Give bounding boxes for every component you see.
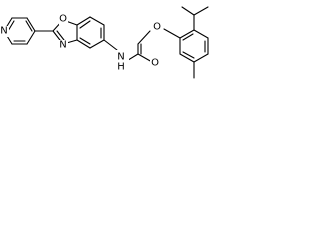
- bond: [26, 30, 36, 45]
- bond: [103, 39, 118, 51]
- double-bond-line: [79, 20, 91, 29]
- double-bond-line: [182, 51, 195, 59]
- bond: [179, 53, 195, 63]
- carbonyl-oxygen-label: O: [150, 58, 160, 69]
- double-bond-line: [79, 37, 91, 45]
- aryl-ring: [179, 29, 209, 63]
- atom-symbol: H: [117, 62, 125, 73]
- bond: [89, 39, 105, 49]
- ether-oxygen-label: O: [152, 22, 163, 33]
- atom-labels: N O N N H O O: [0, 14, 163, 73]
- isopropyl-group: [181, 6, 209, 31]
- double-bond-line: [182, 33, 194, 41]
- atom-symbol: O: [151, 58, 159, 69]
- atom-symbol: O: [153, 22, 161, 33]
- bond: [193, 53, 209, 63]
- bond: [163, 28, 181, 39]
- atom-symbol: N: [117, 52, 124, 63]
- bond: [137, 53, 153, 63]
- bond: [137, 30, 151, 45]
- double-bond-line: [25, 20, 33, 32]
- oxazole-oxygen-label: O: [59, 14, 68, 25]
- amide-linkage: [124, 30, 153, 63]
- bond: [26, 17, 36, 32]
- atom-symbol: N: [0, 26, 7, 37]
- bond: [76, 39, 91, 49]
- bond: [181, 6, 195, 16]
- bond: [193, 6, 209, 16]
- amide-nitrogen-label: N H: [113, 50, 129, 73]
- benzo-ring: [76, 16, 105, 49]
- pyridine-nitrogen-label: N: [0, 26, 9, 37]
- bond: [76, 16, 91, 26]
- atom-symbol: O: [59, 14, 67, 25]
- atom-symbol: N: [59, 40, 66, 51]
- bond: [193, 29, 209, 39]
- bond: [179, 29, 195, 39]
- bond: [89, 16, 105, 26]
- double-bond-line: [56, 30, 65, 41]
- chemical-structure-diagram: N O N N H O O: [0, 6, 209, 79]
- oxazole-nitrogen-label: N: [59, 40, 68, 51]
